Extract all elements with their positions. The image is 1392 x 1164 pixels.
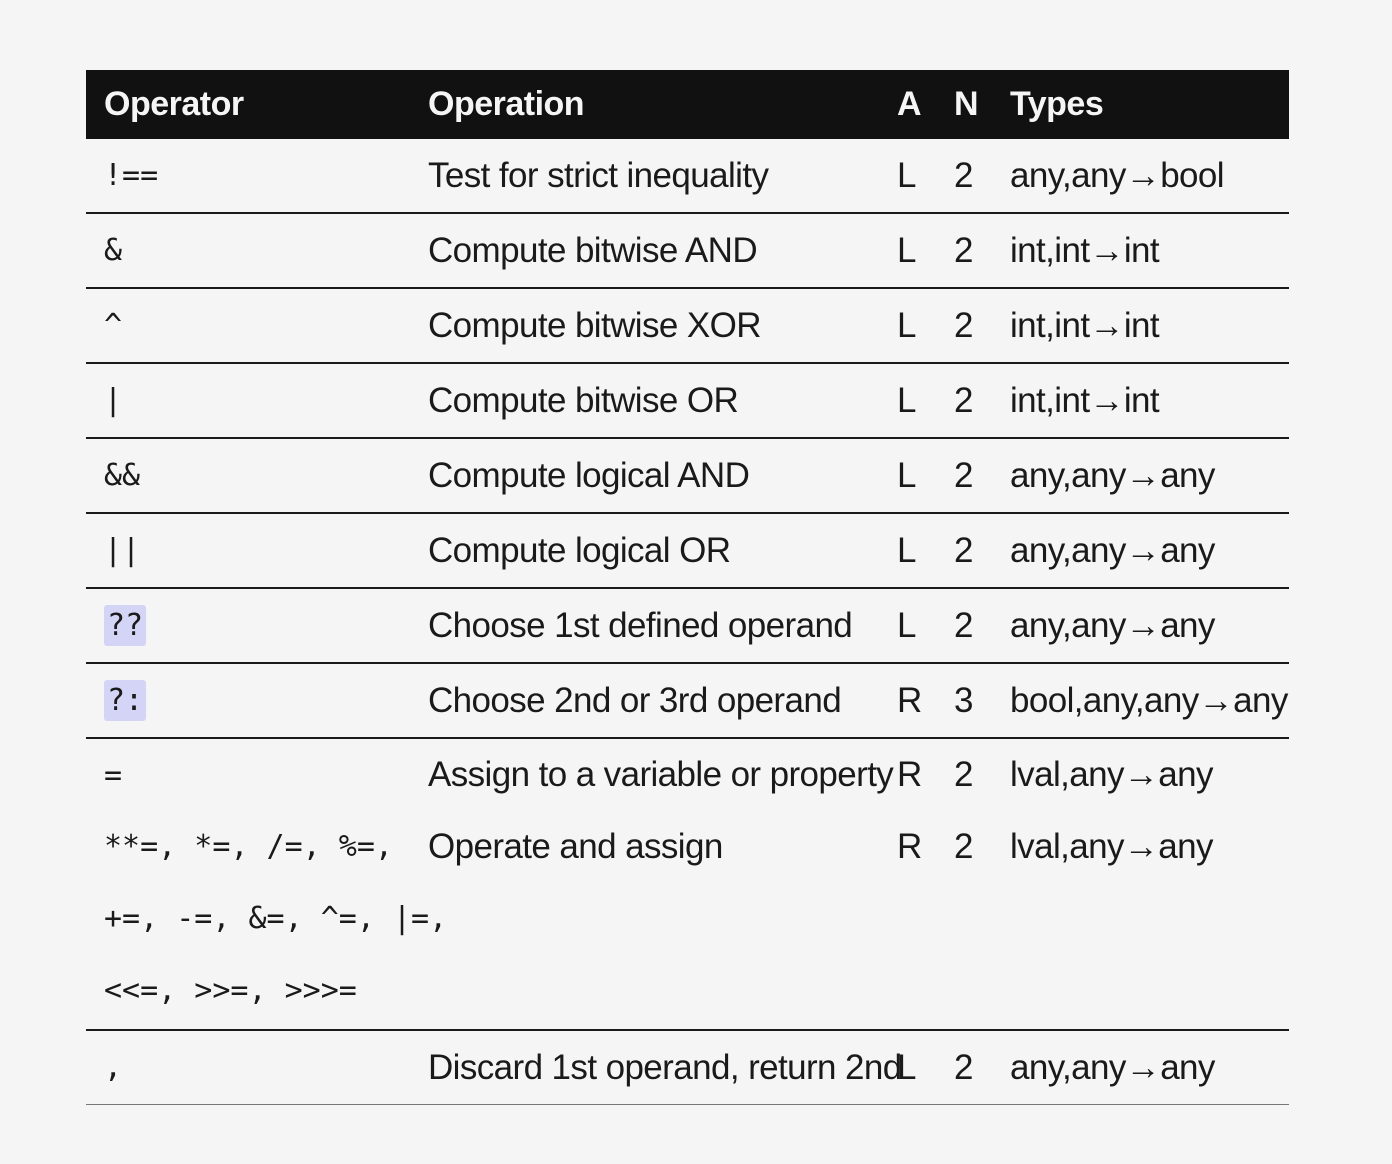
operand-count-cell: 2	[938, 513, 994, 589]
associativity-cell: L	[881, 438, 938, 514]
associativity-cell: L	[881, 213, 938, 289]
table-row: || Compute logical OR L 2 any,any→any	[86, 513, 1289, 589]
operation-cell: Compute logical OR	[410, 513, 881, 589]
operator-cell: ,	[86, 1030, 410, 1105]
types-cell: lval,any→any	[994, 811, 1289, 1031]
header-operator: Operator	[86, 70, 410, 139]
associativity-text: R	[897, 827, 922, 866]
header-operation: Operation	[410, 70, 881, 139]
operand-count-cell: 2	[938, 213, 994, 289]
operator-cell: ??	[86, 588, 410, 664]
associativity-cell: R	[881, 663, 938, 739]
operator-line: +=, -=, &=, ^=, |=,	[104, 901, 448, 936]
header-associativity: A	[881, 70, 938, 139]
associativity-cell: R	[881, 811, 938, 1031]
table-row: ?: Choose 2nd or 3rd operand R 3 bool,an…	[86, 663, 1289, 739]
types-text: lval,any→any	[1010, 827, 1214, 866]
highlighted-operator: ??	[104, 605, 147, 646]
associativity-cell: L	[881, 513, 938, 589]
operand-count-cell: 2	[938, 139, 994, 214]
operator-cell: ?:	[86, 663, 410, 739]
operator-line: <<=, >>=, >>>=	[104, 973, 357, 1008]
associativity-cell: L	[881, 139, 938, 214]
types-cell: any,any→any	[994, 513, 1289, 589]
associativity-cell: R	[897, 755, 922, 794]
operator-cell: &&	[86, 438, 410, 514]
operation-cell: Compute bitwise AND	[410, 213, 881, 289]
operator-cell: **=, *=, /=, %=, +=, -=, &=, ^=, |=, <<=…	[86, 811, 448, 1031]
operand-count-cell: 2	[938, 363, 994, 439]
types-cell: any,any→any	[994, 438, 1289, 514]
operator-cell: ||	[86, 513, 410, 589]
operator-cell: =	[104, 757, 123, 793]
table-row: & Compute bitwise AND L 2 int,int→int	[86, 213, 1289, 289]
operand-count-cell: 2	[938, 288, 994, 364]
operation-cell: Choose 2nd or 3rd operand	[410, 663, 881, 739]
operation-cell: Compute bitwise OR	[410, 363, 881, 439]
associativity-cell: L	[881, 1030, 938, 1105]
types-cell: any,any→any	[994, 588, 1289, 664]
operation-cell: Compute bitwise XOR	[410, 288, 881, 364]
table-row: , Discard 1st operand, return 2nd L 2 an…	[86, 1030, 1289, 1105]
operation-text: Operate and assign	[428, 827, 723, 866]
operand-count-cell: 2	[938, 1030, 994, 1105]
header-types: Types	[994, 70, 1289, 139]
operation-cell: Operate and assign	[410, 811, 881, 1031]
header-operand-count: N	[938, 70, 994, 139]
table-row: && Compute logical AND L 2 any,any→any	[86, 438, 1289, 514]
types-cell: any,any→bool	[994, 139, 1289, 214]
operation-cell: Assign to a variable or property	[428, 755, 894, 794]
operation-cell: Choose 1st defined operand	[410, 588, 881, 664]
operand-count-cell: 2	[938, 438, 994, 514]
operand-count-cell: 3	[938, 663, 994, 739]
table-row: ^ Compute bitwise XOR L 2 int,int→int	[86, 288, 1289, 364]
operator-table: Operator Operation A N Types !== Test fo…	[86, 70, 1289, 1105]
operator-cell: ^	[86, 288, 410, 364]
associativity-cell: L	[881, 363, 938, 439]
operator-cell: &	[86, 213, 410, 289]
header-row: Operator Operation A N Types	[86, 70, 1289, 139]
operator-cell: |	[86, 363, 410, 439]
table-header: Operator Operation A N Types	[86, 70, 1289, 139]
operand-count-cell: 2	[938, 811, 994, 1031]
types-cell: int,int→int	[994, 363, 1289, 439]
table-body: !== Test for strict inequality L 2 any,a…	[86, 139, 1289, 1105]
operator-line: **=, *=, /=, %=,	[104, 829, 393, 864]
operator-cell: !==	[86, 139, 410, 214]
types-cell: any,any→any	[994, 1030, 1289, 1105]
operation-cell: Compute logical AND	[410, 438, 881, 514]
types-cell: bool,any,any→any	[994, 663, 1289, 739]
operand-count-cell: 2	[938, 588, 994, 664]
types-cell: int,int→int	[994, 213, 1289, 289]
table-row: ?? Choose 1st defined operand L 2 any,an…	[86, 588, 1289, 664]
table-row: = Assign to a variable or property R 2 l…	[86, 738, 1289, 811]
table-row: | Compute bitwise OR L 2 int,int→int	[86, 363, 1289, 439]
operation-cell: Test for strict inequality	[410, 139, 881, 214]
types-cell: lval,any→any	[1010, 755, 1214, 794]
associativity-cell: L	[881, 288, 938, 364]
table-row: **=, *=, /=, %=, +=, -=, &=, ^=, |=, <<=…	[86, 811, 1289, 1031]
operation-cell: Discard 1st operand, return 2nd	[410, 1030, 902, 1105]
highlighted-operator: ?:	[104, 680, 147, 721]
table-row: !== Test for strict inequality L 2 any,a…	[86, 139, 1289, 214]
operand-count-cell: 2	[954, 755, 973, 794]
types-cell: int,int→int	[994, 288, 1289, 364]
operand-count-text: 2	[954, 827, 973, 866]
associativity-cell: L	[881, 588, 938, 664]
